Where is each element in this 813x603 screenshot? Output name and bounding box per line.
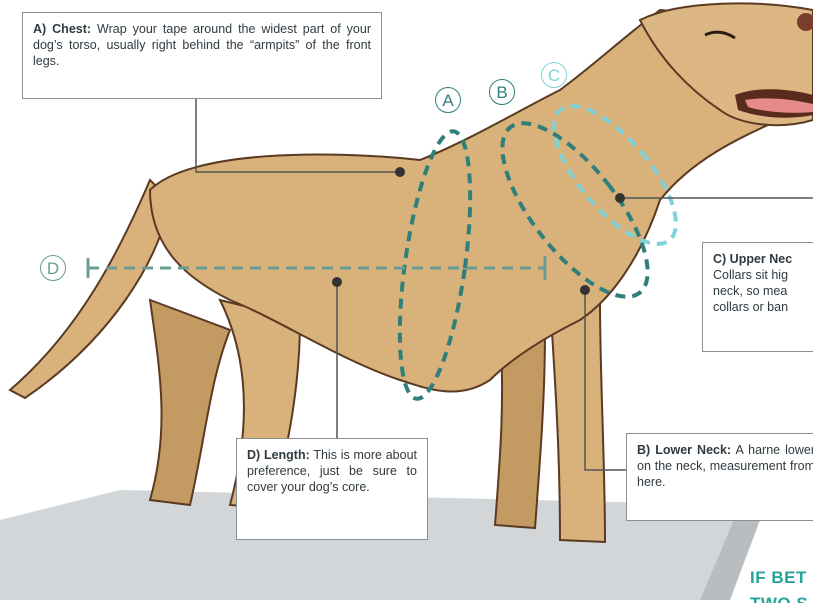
marker-a: A: [435, 87, 461, 113]
dog-tail: [10, 180, 170, 398]
footer-line-1: IF BET: [750, 568, 807, 587]
lower-neck-pointer-dot: [580, 285, 590, 295]
length-title: D) Length:: [247, 448, 310, 462]
dog-back-leg: [150, 300, 230, 505]
upper-neck-title: C) Upper Nec: [713, 252, 792, 266]
length-callout: D) Length: This is more about preference…: [236, 438, 428, 540]
lower-neck-title: B) Lower Neck:: [637, 443, 731, 457]
marker-d: D: [40, 255, 66, 281]
marker-b: B: [489, 79, 515, 105]
chest-pointer-dot: [395, 167, 405, 177]
chest-title: A) Chest:: [33, 22, 91, 36]
lower-neck-callout: B) Lower Neck: A harne lower on the neck…: [626, 433, 813, 521]
footer-line-2: TWO S: [750, 594, 813, 603]
upper-neck-callout: C) Upper Nec Collars sit hig neck, so me…: [702, 242, 813, 352]
length-pointer-dot: [332, 277, 342, 287]
chest-callout: A) Chest: Wrap your tape around the wide…: [22, 12, 382, 99]
footer-text: IF BET TWO S: [750, 568, 813, 603]
upper-neck-text: Collars sit hig neck, so mea collars or …: [713, 268, 788, 314]
marker-c: C: [541, 62, 567, 88]
upper-neck-pointer-dot: [615, 193, 625, 203]
